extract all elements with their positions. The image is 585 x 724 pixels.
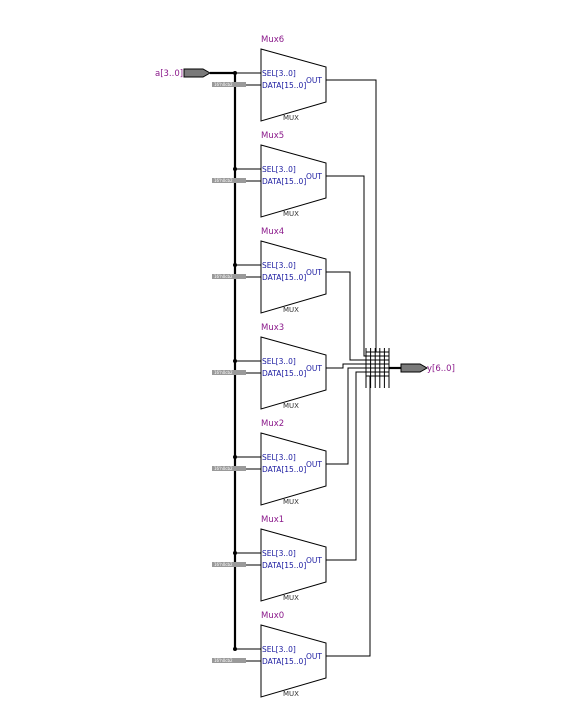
out-port-label: OUT: [306, 172, 322, 181]
bus-junction: [233, 167, 237, 171]
data-port-label: DATA[15..0]: [262, 177, 306, 186]
output-pin-label: y[6..0]: [427, 364, 455, 374]
mux-body: [260, 528, 327, 602]
mux-name-label: Mux4: [261, 227, 284, 237]
out-port-label: OUT: [306, 268, 322, 277]
out-port-label: OUT: [306, 652, 322, 661]
out-route-mux3: [326, 363, 378, 369]
out-route-mux4: [326, 271, 378, 361]
input-pin-a[interactable]: a[3..0]: [155, 68, 212, 79]
bus-junction: [233, 455, 237, 459]
data-port-label: DATA[15..0]: [262, 81, 306, 90]
mux-name-label: Mux5: [261, 131, 284, 141]
mux-mux3[interactable]: Mux3 16'h0cb2 SEL[3..0] DATA[15..0]OUT MUX: [212, 323, 327, 410]
data-port-label: DATA[15..0]: [262, 369, 306, 378]
data-constant-label: 16'h0cb2: [214, 658, 233, 663]
mux-type-label: MUX: [283, 594, 299, 602]
mux-mux0[interactable]: Mux0 16'h0cb2 SEL[3..0] DATA[15..0]OUT MUX: [212, 611, 327, 698]
sel-port-label: SEL[3..0]: [262, 645, 296, 654]
bus-junction: [233, 359, 237, 363]
out-port-label: OUT: [306, 556, 322, 565]
data-constant-block: [212, 658, 246, 663]
data-constant-label: 16'h0cb2: [214, 370, 233, 375]
out-route-mux5: [326, 175, 378, 357]
sel-port-label: SEL[3..0]: [262, 261, 296, 270]
mux-body: [260, 144, 327, 218]
mux-body: [260, 432, 327, 506]
out-route-mux6: [326, 79, 378, 353]
data-constant-block: [212, 562, 246, 567]
mux-name-label: Mux0: [261, 611, 284, 621]
mux-mux6[interactable]: Mux6 16'h0cb2 SEL[3..0] DATA[15..0]OUT MUX: [212, 35, 327, 122]
mux-body: [260, 48, 327, 122]
input-pin-label: a[3..0]: [155, 69, 183, 79]
sel-port-label: SEL[3..0]: [262, 357, 296, 366]
mux-type-label: MUX: [283, 498, 299, 506]
sel-port-label: SEL[3..0]: [262, 549, 296, 558]
data-constant-label: 16'h0cb2: [214, 82, 233, 87]
data-constant-block: [212, 370, 246, 375]
sel-port-label: SEL[3..0]: [262, 165, 296, 174]
out-route-mux0: [326, 375, 378, 657]
data-port-label: DATA[15..0]: [262, 273, 306, 282]
output-pin-y[interactable]: y[6..0]: [389, 363, 455, 374]
data-constant-label: 16'h0cb2: [214, 466, 233, 471]
mux-layer: Mux616'h0cb2SEL[3..0]DATA[15..0]OUTMUXMu…: [212, 35, 327, 698]
mux-name-label: Mux6: [261, 35, 284, 45]
sel-port-label: SEL[3..0]: [262, 453, 296, 462]
mux-body: [260, 240, 327, 314]
data-port-label: DATA[15..0]: [262, 561, 306, 570]
mux-type-label: MUX: [283, 210, 299, 218]
bus-junction: [233, 263, 237, 267]
mux-name-label: Mux3: [261, 323, 284, 333]
out-route-mux2: [326, 367, 378, 465]
mux-type-label: MUX: [283, 114, 299, 122]
data-constant-label: 16'h0cb2: [214, 562, 233, 567]
mux-name-label: Mux1: [261, 515, 284, 525]
mux-mux1[interactable]: Mux1 16'h0cb2 SEL[3..0] DATA[15..0]OUT MUX: [212, 515, 327, 602]
mux-mux4[interactable]: Mux4 16'h0cb2 SEL[3..0] DATA[15..0]OUT MUX: [212, 227, 327, 314]
out-port-label: OUT: [306, 364, 322, 373]
data-port-label: DATA[15..0]: [262, 465, 306, 474]
bus-junction: [233, 551, 237, 555]
bus-junction: [233, 71, 237, 75]
out-port-label: OUT: [306, 460, 322, 469]
mux-type-label: MUX: [283, 306, 299, 314]
data-constant-block: [212, 466, 246, 471]
data-constant-label: 16'h0cb2: [214, 178, 233, 183]
mux-body: [260, 336, 327, 410]
mux-body: [260, 624, 327, 698]
out-port-label: OUT: [306, 76, 322, 85]
mux-name-label: Mux2: [261, 419, 284, 429]
data-constant-label: 16'h0cb2: [214, 274, 233, 279]
mux-mux2[interactable]: Mux2 16'h0cb2 SEL[3..0] DATA[15..0]OUT MUX: [212, 419, 327, 506]
data-constant-block: [212, 178, 246, 183]
mux-mux5[interactable]: Mux5 16'h0cb2 SEL[3..0] DATA[15..0]OUT MUX: [212, 131, 327, 218]
mux-type-label: MUX: [283, 690, 299, 698]
bus-junction: [233, 647, 237, 651]
data-port-label: DATA[15..0]: [262, 657, 306, 666]
data-constant-block: [212, 274, 246, 279]
data-constant-block: [212, 82, 246, 87]
output-bus-combiner: [365, 348, 390, 388]
mux-type-label: MUX: [283, 402, 299, 410]
sel-port-label: SEL[3..0]: [262, 69, 296, 78]
